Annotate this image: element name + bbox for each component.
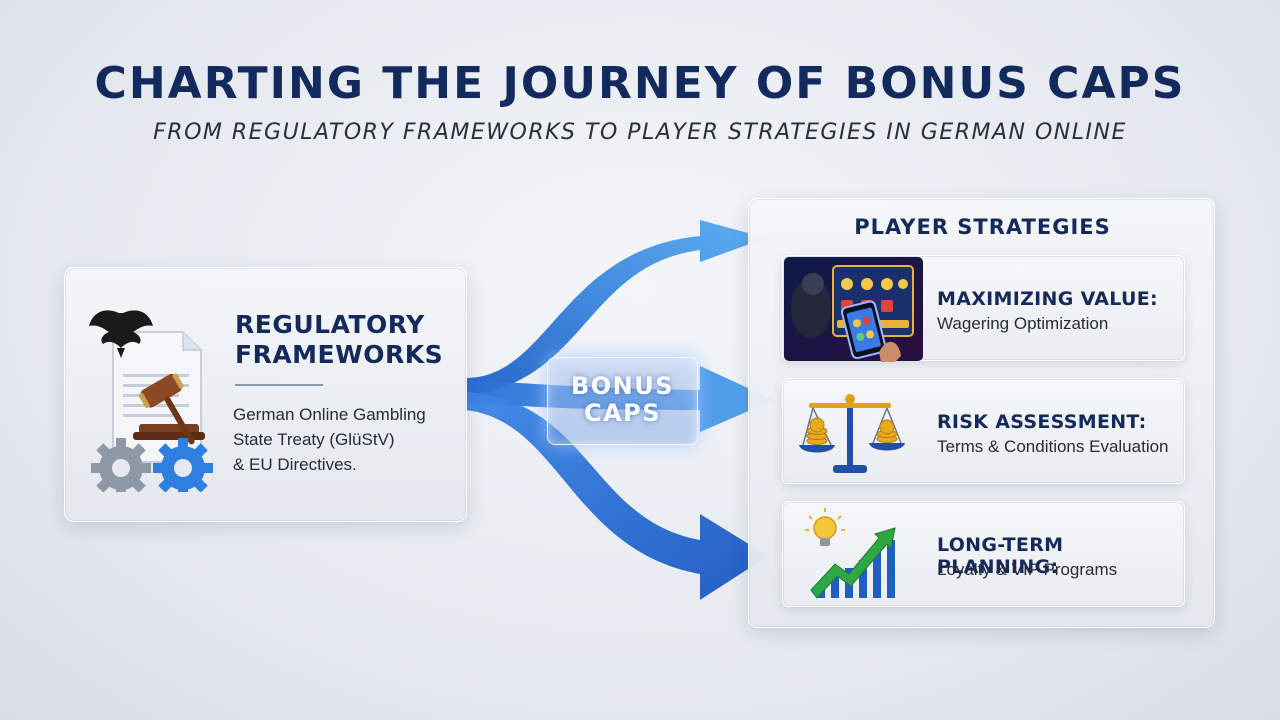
regulatory-heading-line1: REGULATORY [235, 310, 425, 339]
arrow-to-maximizing-value [465, 220, 766, 395]
bonus-caps-line2: CAPS [583, 399, 662, 427]
gears-icon [91, 438, 213, 492]
regulatory-description-line3: & EU Directives. [233, 455, 357, 474]
regulatory-heading: REGULATORY FRAMEWORKS [235, 310, 455, 370]
bonus-caps-box: BONUS CAPS [547, 357, 698, 445]
eagle-emblem-icon [89, 310, 153, 358]
regulatory-heading-line2: FRAMEWORKS [235, 340, 444, 369]
strategy-title-long-term-planning: LONG-TERM PLANNING: [937, 534, 1064, 578]
strategy-desc-maximizing-value: Wagering Optimization [937, 314, 1109, 333]
player-strategies-heading: PLAYER STRATEGIES [854, 215, 1111, 239]
regulatory-frameworks-panel: REGULATORY FRAMEWORKS German Online Gamb… [64, 267, 467, 522]
arrow-to-long-term-planning [465, 392, 768, 600]
balance-scale-icon [799, 394, 905, 473]
bonus-caps-line1: BONUS [570, 372, 675, 400]
regulatory-illustration [89, 310, 213, 492]
page-title: CHARTING THE JOURNEY OF BONUS CAPS [94, 58, 1186, 109]
regulatory-description-line1: German Online Gambling [233, 405, 426, 424]
page-subtitle: FROM REGULATORY FRAMEWORKS TO PLAYER STR… [153, 120, 1127, 145]
strategy-title-risk-assessment: RISK ASSESSMENT: [937, 411, 1147, 433]
lightbulb-icon [805, 508, 845, 546]
player-strategies-panel: PLAYER STRATEGIES [748, 198, 1215, 628]
slot-phone-icon [784, 257, 923, 362]
strategy-card-maximizing-value: MAXIMIZING VALUE: Wagering Optimization [782, 255, 1185, 362]
strategy-title-maximizing-value: MAXIMIZING VALUE: [937, 288, 1158, 310]
strategy-desc-long-term-planning: Loyalty & VIP Programs [937, 560, 1118, 579]
regulatory-description: German Online Gambling State Treaty (Glü… [233, 402, 465, 477]
regulatory-description-line2: State Treaty (GlüStV) [233, 430, 395, 449]
growth-chart-icon [805, 508, 896, 599]
strategy-desc-risk-assessment: Terms & Conditions Evaluation [937, 437, 1169, 456]
strategy-card-risk-assessment: RISK ASSESSMENT: Terms & Conditions Eval… [782, 378, 1185, 484]
regulatory-divider [235, 384, 323, 386]
strategy-card-long-term-planning: LONG-TERM PLANNING: Loyalty & VIP Progra… [782, 501, 1185, 607]
